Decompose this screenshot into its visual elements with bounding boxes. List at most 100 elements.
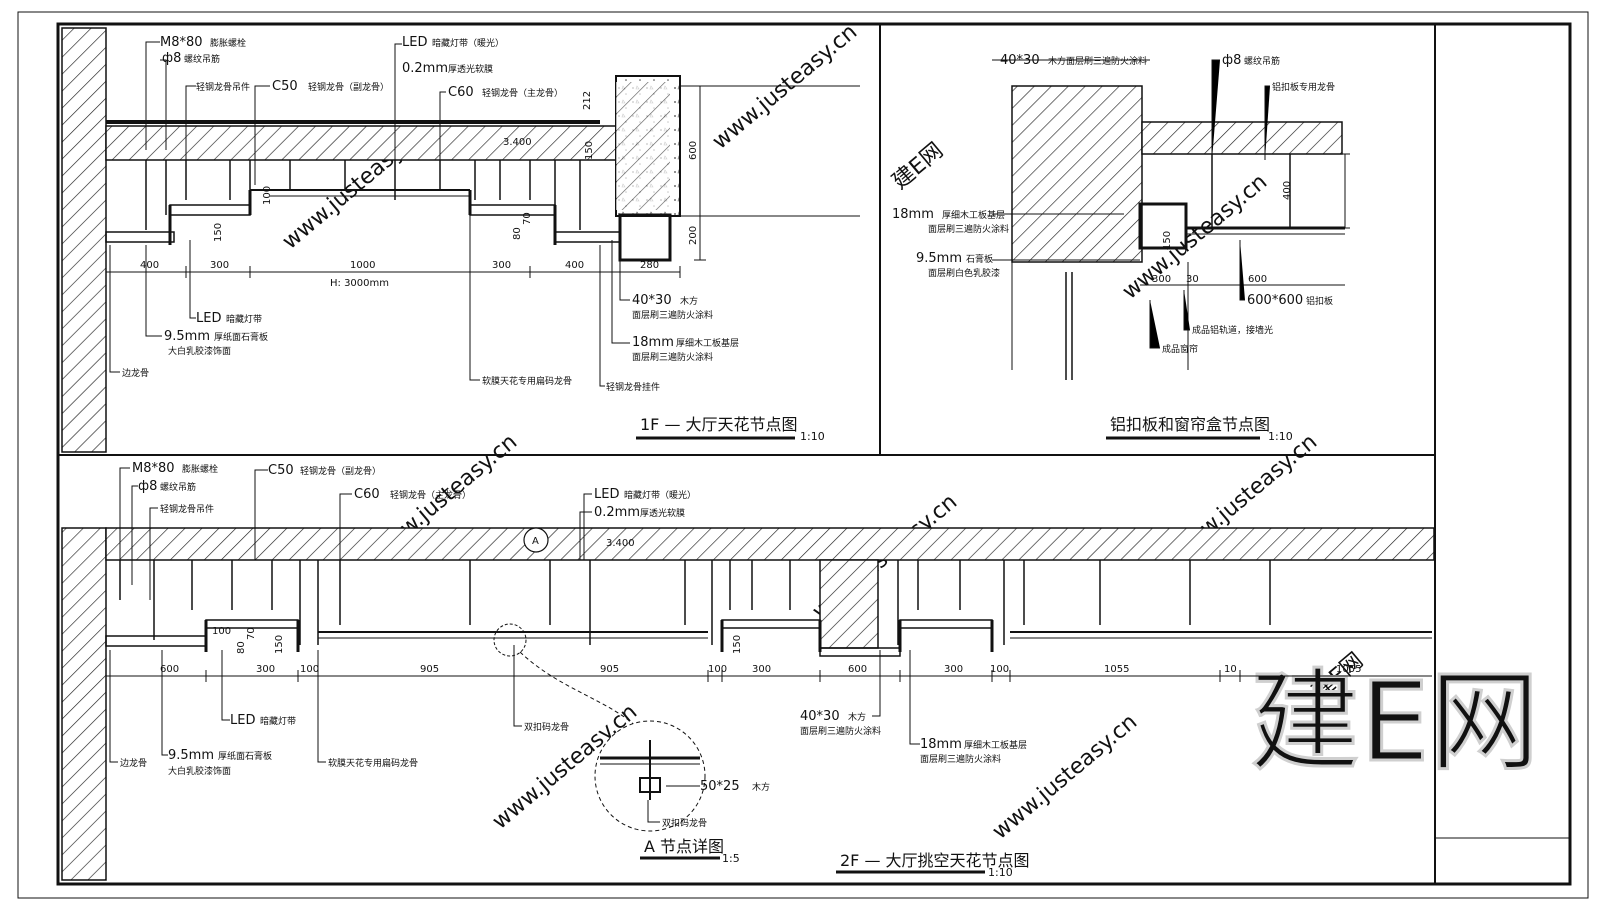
label-led: LED	[594, 487, 619, 502]
dim-80: 80	[512, 227, 523, 240]
dim-150: 150	[1162, 231, 1173, 250]
label-phi8: ф8	[162, 51, 181, 66]
label-desc: 厚透光软膜	[640, 507, 685, 519]
panel-scale: 1:10	[800, 430, 825, 443]
dim-300: 300	[752, 664, 771, 675]
dim-70: 70	[246, 627, 257, 640]
watermark: www.justeasy.cn	[988, 709, 1142, 844]
dim-600: 600	[848, 664, 867, 675]
label-desc: 暗藏灯带（暖光）	[624, 489, 696, 501]
dim-400: 400	[565, 260, 584, 271]
dim-150: 150	[274, 635, 285, 654]
label-desc: 轻钢龙骨（主龙骨）	[390, 489, 471, 501]
label-timber: 40*30	[1000, 53, 1040, 68]
height-note: H: 3000mm	[330, 278, 389, 289]
label-m8-bolt: M8*80	[160, 35, 203, 50]
dim-10: 10	[1224, 664, 1237, 675]
label-panel: 600*600	[1247, 293, 1303, 308]
label-led: LED	[402, 35, 427, 50]
label-desc: 石膏板	[966, 253, 993, 265]
label-plywood: 18mm	[892, 207, 934, 222]
dim-212: 212	[582, 91, 593, 110]
label-desc: 厚细木工板基层	[676, 337, 739, 349]
label-plywood: 18mm	[632, 335, 674, 350]
dim-150: 150	[213, 223, 224, 242]
dim-300: 300	[256, 664, 275, 675]
label-desc: 轻钢龙骨（主龙骨）	[482, 87, 563, 99]
label-gypsum: 9.5mm	[916, 251, 962, 266]
label-desc: 大白乳胶漆饰面	[168, 765, 231, 777]
watermark: www.justeasy.cn	[708, 19, 862, 154]
brand-mark: 建E网	[1250, 658, 1540, 786]
label-alu-keel: 铝扣板专用龙骨	[1272, 81, 1335, 93]
dim-905: 905	[600, 664, 619, 675]
label-c50: C50	[268, 463, 294, 478]
dim-300: 300	[492, 260, 511, 271]
label-led: LED	[230, 713, 255, 728]
label-hanger: 轻钢龙骨吊件	[196, 81, 250, 93]
dim-400: 400	[140, 260, 159, 271]
wall-section	[61, 27, 107, 453]
label-desc: 大白乳胶漆饰面	[168, 345, 231, 357]
label-hanger: 轻钢龙骨吊件	[160, 503, 214, 515]
dim-1055: 1055	[1336, 664, 1361, 675]
elevation-mark: 3.400	[503, 137, 532, 148]
label-phi8: ф8	[1222, 53, 1241, 68]
label-c60: C60	[354, 487, 380, 502]
detail-callout-marker	[523, 527, 549, 553]
label-timber: 40*30	[800, 709, 840, 724]
label-desc: 轻钢龙骨（副龙骨）	[300, 465, 381, 477]
dim-600: 600	[1248, 274, 1267, 285]
floor-slab	[105, 527, 1435, 561]
floor-slab	[105, 125, 617, 161]
dim-300: 300	[210, 260, 229, 271]
label-edge-keel: 边龙骨	[120, 757, 147, 769]
dim-100: 100	[212, 626, 231, 637]
label-desc: 厚细木工板基层	[942, 209, 1005, 221]
label-desc: 暗藏灯带	[260, 715, 296, 727]
wall-section	[1011, 85, 1143, 263]
label-desc: 木方面层刷三遍防火涂料	[1048, 55, 1147, 67]
label-timber: 40*30	[632, 293, 672, 308]
dim-300: 300	[1152, 274, 1171, 285]
label-desc: 螺纹吊筋	[184, 53, 220, 65]
dim-100: 100	[990, 664, 1009, 675]
label-c50: C50	[272, 79, 298, 94]
dim-150: 150	[732, 635, 743, 654]
label-edge-keel: 边龙骨	[122, 367, 149, 379]
panel-scale: 1:10	[1268, 430, 1293, 443]
dim-905: 905	[420, 664, 439, 675]
label-desc: 暗藏灯带	[226, 313, 262, 325]
label-keel-hanger: 轻钢龙骨挂件	[606, 381, 660, 393]
label-phi8: ф8	[138, 479, 157, 494]
detail-title: A 节点详图	[644, 837, 724, 856]
dim-150: 150	[584, 141, 595, 160]
curtain-box	[1138, 202, 1188, 250]
label-desc: 暗藏灯带（暖光）	[432, 37, 504, 49]
label-gypsum: 9.5mm	[168, 748, 214, 763]
label-desc: 木方	[848, 711, 866, 723]
wall-section	[61, 527, 107, 881]
watermark-short: 建E网	[888, 138, 948, 194]
label-desc: 面层刷三遍防火涂料	[800, 725, 881, 737]
dim-1000: 1000	[350, 260, 375, 271]
label-gypsum: 9.5mm	[164, 329, 210, 344]
label-timber: 50*25	[700, 779, 740, 794]
dim-1055: 1055	[1104, 664, 1129, 675]
label-film-keel: 软膜天花专用扁码龙骨	[482, 375, 572, 387]
label-c60: C60	[448, 85, 474, 100]
panel-title: 铝扣板和窗帘盒节点图	[1110, 415, 1270, 434]
label-curtain: 成品窗帘	[1162, 343, 1198, 355]
label-desc: 面层刷三遍防火涂料	[920, 753, 1001, 765]
panel-scale: 1:10	[988, 866, 1013, 879]
label-desc: 厚细木工板基层	[964, 739, 1027, 751]
dim-100: 100	[262, 186, 273, 205]
label-desc: 面层刷白色乳胶漆	[928, 267, 1000, 279]
label-m8-bolt: M8*80	[132, 461, 175, 476]
label-film-keel: 双扣码龙骨	[524, 721, 569, 733]
label-desc: 轻钢龙骨（副龙骨）	[308, 81, 389, 93]
label-desc: 木方	[680, 295, 698, 307]
label-desc: 膨胀螺栓	[210, 37, 246, 49]
panel-window-section: 40*30 木方面层刷三遍防火涂料 ф8 螺纹吊筋 铝扣板专用龙骨 18mm 厚…	[892, 53, 1350, 443]
dim-600: 600	[160, 664, 179, 675]
